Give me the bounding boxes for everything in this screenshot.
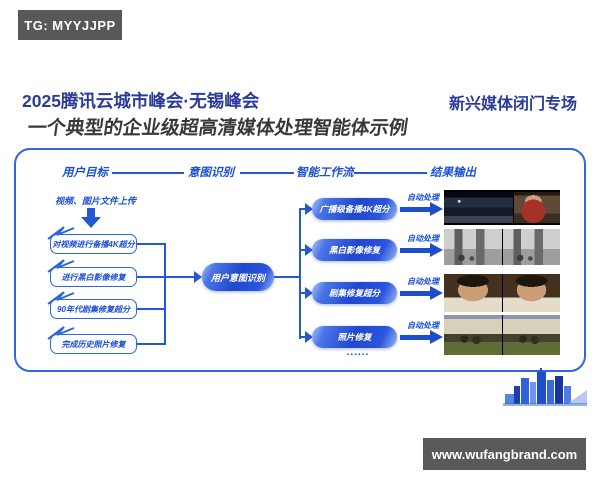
- user-goal-label: 完成历史照片修复: [61, 339, 126, 349]
- before-frame-image: [444, 274, 502, 312]
- connector-line: [299, 336, 307, 338]
- before-frame-image: [444, 229, 502, 265]
- auto-process-label: 自动处理: [407, 321, 439, 330]
- workflow-step-label: 剧集修复超分: [328, 288, 380, 298]
- arrowhead-icon: [305, 331, 313, 343]
- header-connector-line: [354, 172, 427, 174]
- connector-line: [299, 249, 307, 251]
- connector-line: [137, 276, 164, 278]
- upload-label: 视频、图片文件上传: [55, 196, 137, 206]
- user-goal-box: 90年代剧集修复超分: [47, 291, 137, 319]
- auto-process-arrow-icon: [400, 335, 432, 340]
- connector-line: [274, 276, 301, 278]
- after-frame-image: [502, 315, 560, 355]
- user-goal-label: 对视频进行备播4K超分: [52, 239, 135, 249]
- column-header-output: 结果输出: [430, 167, 476, 179]
- speech-tail-icon: [47, 226, 75, 240]
- header-connector-line: [112, 172, 184, 174]
- auto-process-label: 自动处理: [407, 193, 439, 202]
- workflow-step-label: 照片修复: [337, 332, 372, 342]
- arrowhead-icon: [194, 271, 202, 283]
- auto-process-label: 自动处理: [407, 234, 439, 243]
- before-frame-image: [444, 315, 502, 355]
- page-title: 一个典型的企业级超高清媒体处理智能体示例: [26, 118, 410, 139]
- auto-process-arrow-icon: [400, 248, 432, 253]
- arrowhead-icon: [305, 244, 313, 256]
- auto-process-arrow-icon: [430, 243, 443, 257]
- speech-tail-icon: [47, 291, 75, 305]
- workflow-step-label: 广播级备播4K超分: [319, 204, 390, 214]
- column-header-user-goals: 用户目标: [62, 167, 108, 179]
- auto-process-arrow-icon: [430, 202, 443, 216]
- column-header-intent: 意图识别: [188, 167, 234, 179]
- connector-line: [164, 276, 196, 278]
- workflow-step-pill: 剧集修复超分: [312, 282, 397, 304]
- connector-line: [299, 208, 307, 210]
- result-thumbnail-bw-restoration: [444, 229, 560, 265]
- watermark-bar: www.wufangbrand.com: [423, 438, 586, 470]
- workflow-step-pill: 照片修复: [312, 326, 397, 348]
- connector-line: [164, 243, 166, 345]
- user-goal-box: 进行黑白影像修复: [47, 259, 137, 287]
- user-goal-label: 90年代剧集修复超分: [57, 304, 130, 314]
- connector-line: [137, 243, 164, 245]
- event-title: 2025腾讯云城市峰会·无锡峰会: [22, 91, 260, 111]
- city-skyline-icon: [503, 368, 587, 406]
- header-connector-line: [240, 172, 294, 174]
- watermark-url: www.wufangbrand.com: [431, 446, 578, 462]
- user-goal-box: 对视频进行备播4K超分: [47, 226, 137, 254]
- auto-process-label: 自动处理: [407, 277, 439, 286]
- workflow-step-pill: 黑白影像修复: [312, 239, 397, 261]
- connector-line: [137, 343, 164, 345]
- column-header-workflow: 智能工作流: [296, 167, 354, 179]
- after-frame-image: [514, 192, 560, 223]
- connector-line: [137, 308, 164, 310]
- workflow-diagram-panel: 用户目标 意图识别 智能工作流 结果输出 视频、图片文件上传 对视频进行备播4K…: [14, 148, 586, 372]
- before-frame-image: [444, 192, 513, 223]
- arrowhead-icon: [305, 203, 313, 215]
- auto-process-arrow-icon: [430, 330, 443, 344]
- ellipsis-label: ......: [346, 347, 370, 358]
- connector-line: [299, 292, 307, 294]
- workflow-step-label: 黑白影像修复: [328, 245, 380, 255]
- user-goal-box: 完成历史照片修复: [47, 326, 137, 354]
- user-goal-label: 进行黑白影像修复: [61, 272, 126, 282]
- result-thumbnail-broadcast-4k: [444, 190, 560, 225]
- result-thumbnail-series-restoration: [444, 274, 560, 312]
- arrowhead-icon: [305, 287, 313, 299]
- after-frame-image: [502, 229, 560, 265]
- connector-line: [299, 208, 301, 339]
- down-arrow-icon: [81, 217, 101, 228]
- auto-process-arrow-icon: [400, 207, 432, 212]
- after-frame-image: [502, 274, 560, 312]
- speech-tail-icon: [47, 326, 75, 340]
- result-thumbnail-photo-restoration: [444, 315, 560, 355]
- intent-recognition-node: 用户意图识别: [202, 263, 274, 291]
- speech-tail-icon: [47, 259, 75, 273]
- telegram-badge: TG: MYYJJPP: [18, 10, 122, 40]
- workflow-step-pill: 广播级备播4K超分: [312, 198, 397, 220]
- auto-process-arrow-icon: [400, 291, 432, 296]
- auto-process-arrow-icon: [430, 286, 443, 300]
- session-label: 新兴媒体闭门专场: [448, 96, 577, 113]
- telegram-badge-text: TG: MYYJJPP: [24, 17, 116, 33]
- intent-node-label: 用户意图识别: [210, 272, 265, 283]
- down-arrow-icon: [87, 208, 95, 217]
